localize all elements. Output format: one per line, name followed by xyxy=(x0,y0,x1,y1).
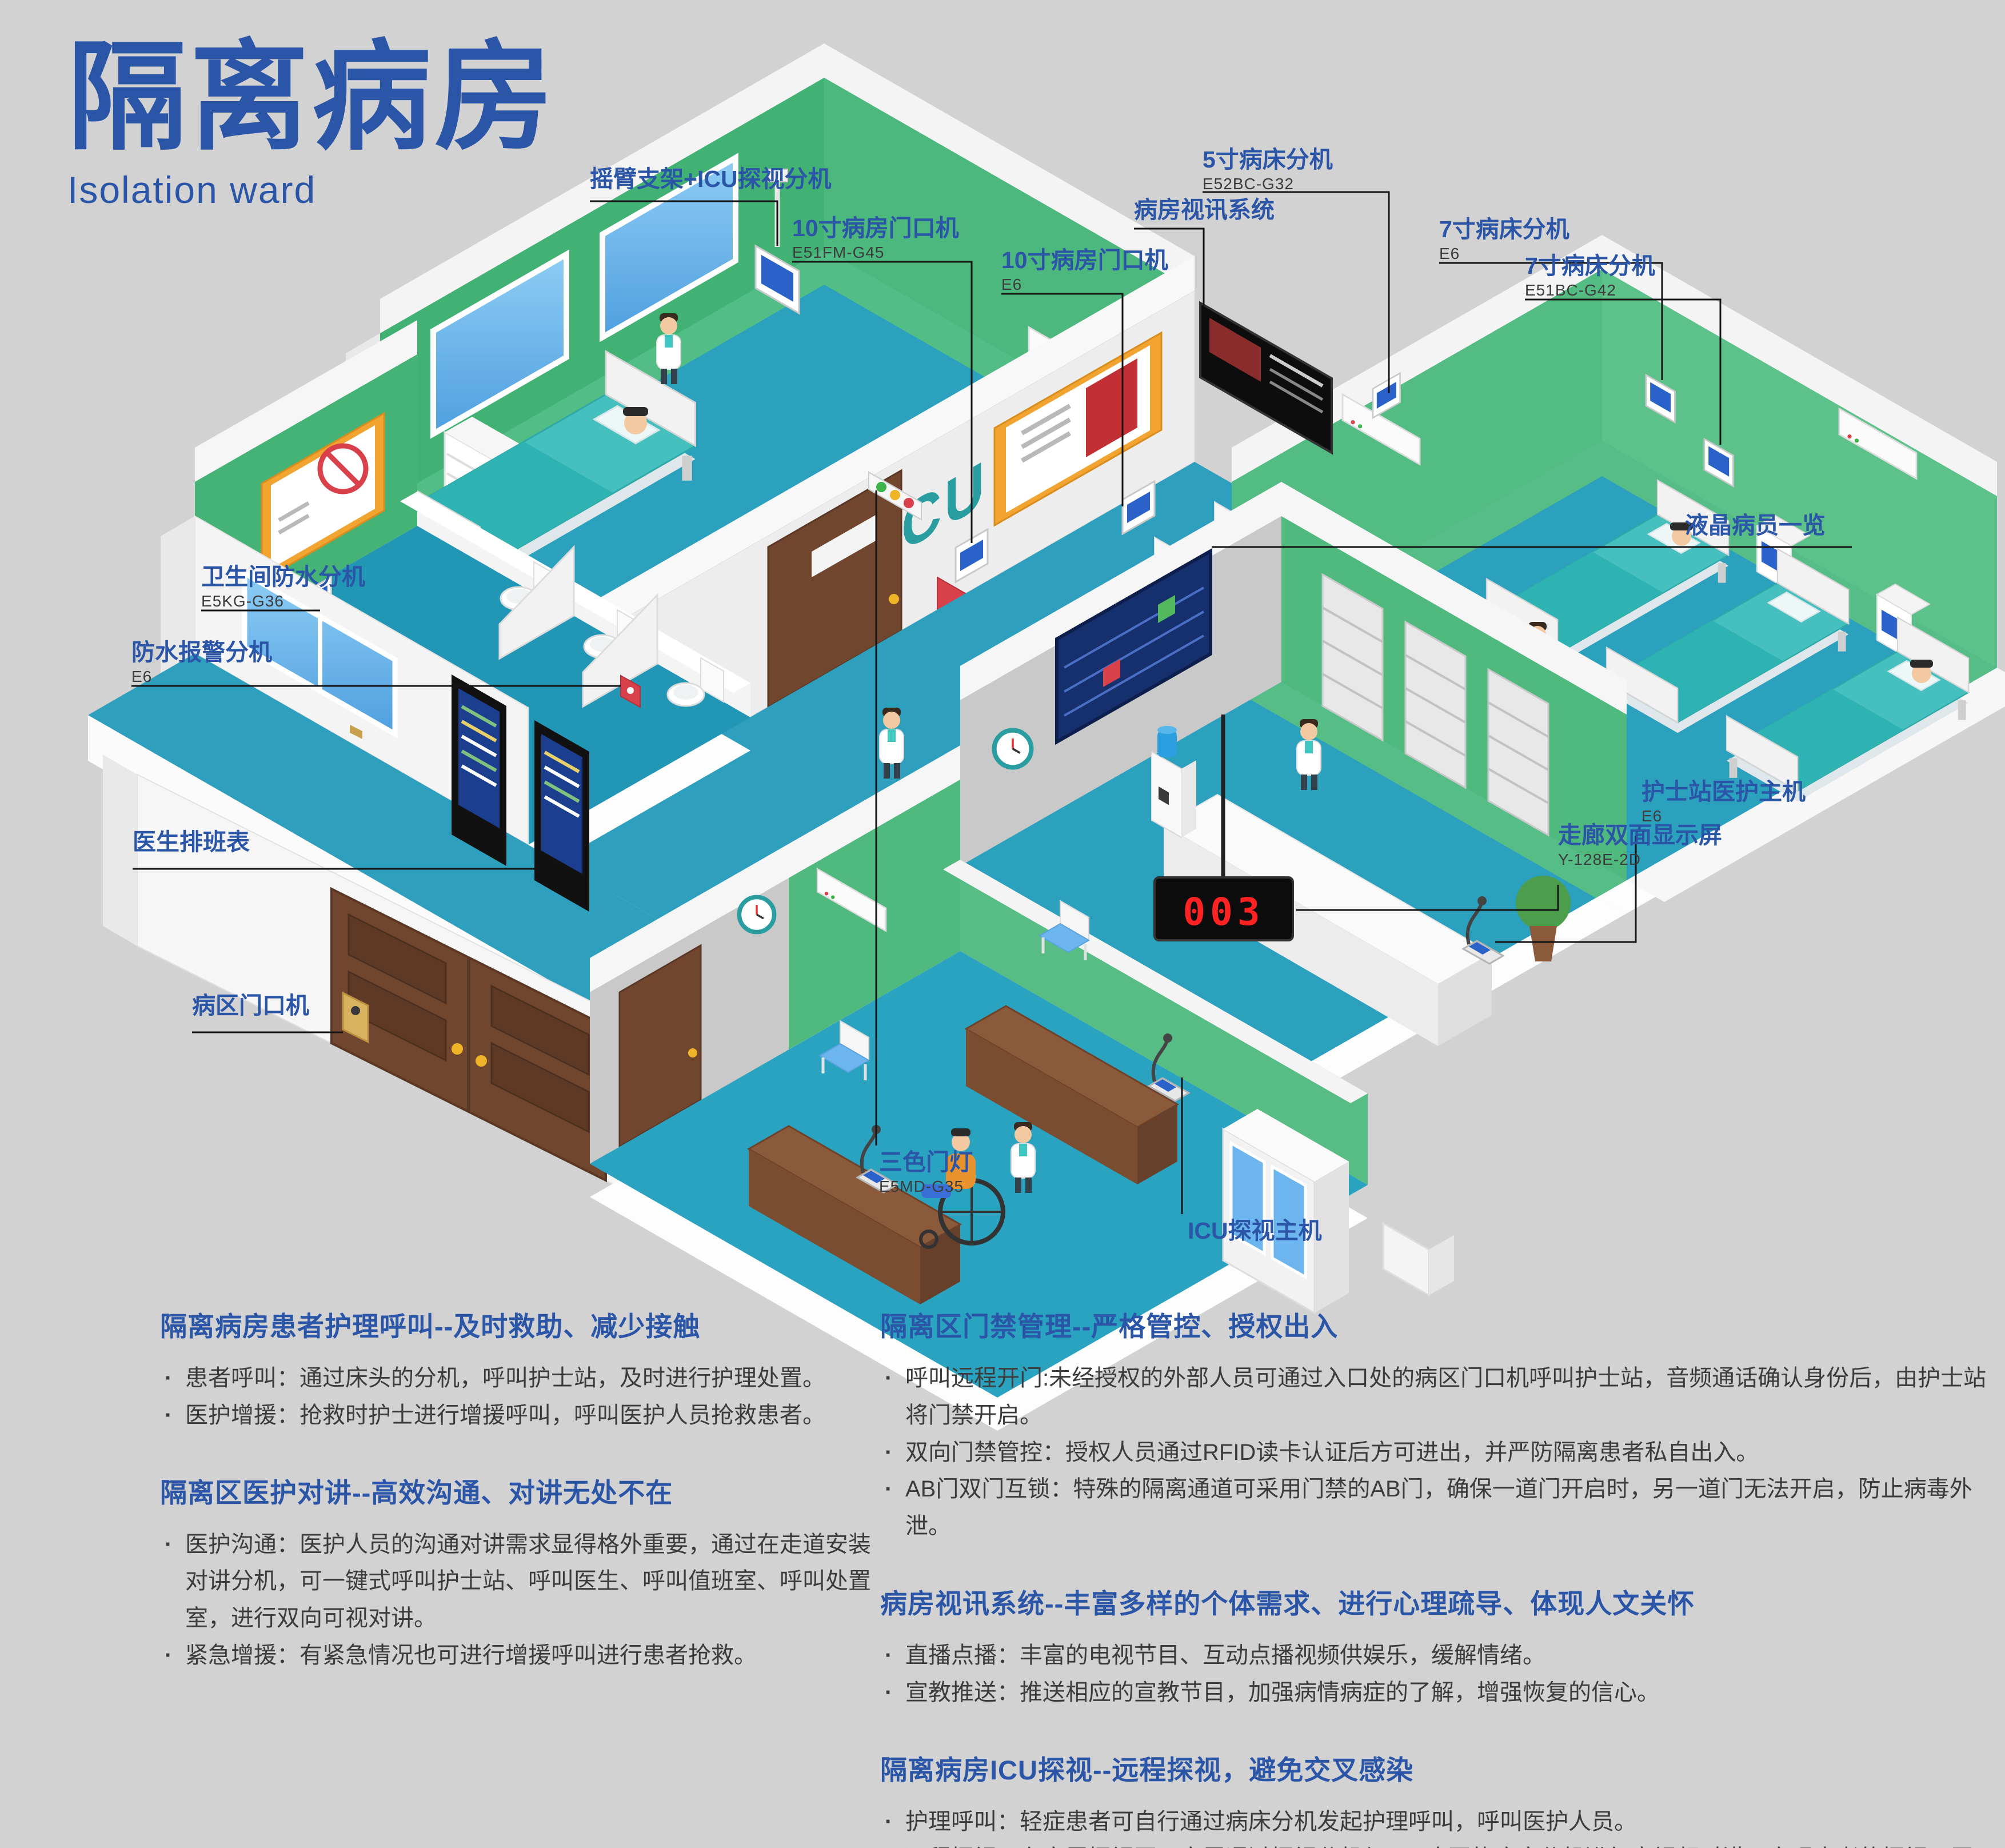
callout-ward-video-system: 病房视讯系统 xyxy=(1134,197,1275,223)
hospital-bed xyxy=(1485,480,1730,665)
section-bullet: 医护增援：抢救时护士进行增援呼叫，呼叫医护人员抢救患者。 xyxy=(160,1397,892,1434)
file-cabinets xyxy=(1321,573,1549,837)
wall-clock-icon xyxy=(994,731,1032,768)
section-bullet: 医护沟通：医护人员的沟通对讲需求显得格外重要，通过在走道安装对讲分机，可一键式呼… xyxy=(160,1526,892,1637)
waterproof-alarm-icon xyxy=(620,674,641,708)
plant xyxy=(1516,876,1571,961)
room-door xyxy=(618,944,702,1148)
page-title: 隔离病房 Isolation ward xyxy=(67,35,557,211)
callout-icu-visitation-host: ICU探视主机 xyxy=(1188,1218,1322,1244)
ward-door xyxy=(767,469,902,709)
partition xyxy=(582,593,658,708)
section-bullet: 直播点播：丰富的电视节目、互动点播视频供娱乐，缓解情绪。 xyxy=(880,1637,1995,1674)
title-chinese: 隔离病房 xyxy=(67,31,557,164)
svg-text:003: 003 xyxy=(1183,890,1264,934)
notice-board xyxy=(993,331,1163,527)
section-bullet: 患者呼叫：通过床头的分机，呼叫护士站，及时进行护理处置。 xyxy=(160,1360,892,1397)
section-title: 病房视讯系统--丰富多样的个体需求、进行心理疏导、体现人文关怀 xyxy=(880,1588,1695,1619)
wheelchair-patient xyxy=(919,1128,1005,1249)
section-icu-visitation: 隔离病房ICU探视--远程探视，避免交叉感染 护理呼叫：轻症患者可自行通过病床分… xyxy=(880,1748,1995,1848)
wall-clock-icon xyxy=(739,897,774,932)
feature-sections-right: 隔离区门禁管理--严格管控、授权出入 呼叫远程开门:未经授权的外部人员可通过入口… xyxy=(880,1304,1995,1848)
visitation-desk xyxy=(746,1125,962,1304)
section-title: 隔离区门禁管理--严格管控、授权出入 xyxy=(880,1311,1339,1342)
section-bullet: AB门双门互锁：特殊的隔离通道可采用门禁的AB门，确保一道门开启时，另一道门无法… xyxy=(880,1471,1995,1545)
callout-ward-entrance-intercom: 病区门口机 xyxy=(192,992,309,1019)
entrance-corridor xyxy=(88,653,713,1207)
ward-tv-screen xyxy=(1199,301,1333,455)
section-title: 隔离病房患者护理呼叫--及时救助、减少接触 xyxy=(160,1311,701,1342)
hospital-bed xyxy=(389,350,697,585)
hospital-bed xyxy=(1726,617,1970,803)
corridor-led-display: 003 xyxy=(1153,715,1294,941)
window xyxy=(430,153,738,439)
nightstand xyxy=(1382,1222,1454,1297)
nurse-station: 003 xyxy=(960,482,1627,1097)
section-bullet: 紧急增援：有紧急情况也可进行增援呼叫进行患者抢救。 xyxy=(160,1637,892,1674)
ward-entrance-intercom xyxy=(342,724,369,1044)
icu-visitation-room xyxy=(590,745,1454,1431)
section-access-control: 隔离区门禁管理--严格管控、授权出入 呼叫远程开门:未经授权的外部人员可通过入口… xyxy=(880,1304,1995,1545)
feature-sections-left: 隔离病房患者护理呼叫--及时救助、减少接触 患者呼叫：通过床头的分机，呼叫护士站… xyxy=(160,1304,892,1711)
callout-leader-lines xyxy=(131,191,1852,1214)
tri-color-door-light-icon xyxy=(868,471,922,521)
section-video-system: 病房视讯系统--丰富多样的个体需求、进行心理疏导、体现人文关怀 直播点播：丰富的… xyxy=(880,1582,1995,1711)
entrance-double-door xyxy=(330,887,607,1183)
callout-swing-arm-icu-terminal: 摇臂支架+ICU探视分机 xyxy=(590,166,832,192)
section-patient-care-call: 隔离病房患者护理呼叫--及时救助、减少接触 患者呼叫：通过床头的分机，呼叫护士站… xyxy=(160,1304,892,1434)
wardrobe xyxy=(1222,1109,1349,1315)
callout-doctor-schedule: 医生排班表 xyxy=(133,829,250,855)
visitation-desk xyxy=(964,1005,1180,1184)
section-bullet: 呼叫远程开门:未经授权的外部人员可通过入口处的病区门口机呼叫护士站，音频通话确认… xyxy=(880,1360,1995,1434)
section-bullet: 双向门禁管控：授权人员通过RFID读卡认证后方可进出，并严防隔离患者私自出入。 xyxy=(880,1434,1995,1471)
patient-overview-screen xyxy=(1055,548,1212,745)
title-english: Isolation ward xyxy=(67,169,317,211)
section-bullet: 宣教推送：推送相应的宣教节目，加强病情病症的了解，增强恢复的信心。 xyxy=(880,1674,1995,1711)
section-title: 隔离区医护对讲--高效沟通、对讲无处不在 xyxy=(160,1477,673,1508)
section-medical-intercom: 隔离区医护对讲--高效沟通、对讲无处不在 医护沟通：医护人员的沟通对讲需求显得格… xyxy=(160,1471,892,1674)
partition xyxy=(498,545,575,660)
section-bullet: 护理呼叫：轻症患者可自行通过病床分机发起护理呼叫，呼叫医护人员。 xyxy=(880,1803,1995,1841)
section-bullet: 远程探视：在家属探视区，家属通过探视分机与ICU病区的病床分机进行音视频对讲，实… xyxy=(880,1840,1995,1848)
no-smoking-poster xyxy=(261,412,385,582)
callout-patient-overview: 液晶病员一览 xyxy=(1685,512,1826,538)
doctor-schedule-signage xyxy=(452,674,589,912)
section-title: 隔离病房ICU探视--远程探视，避免交叉感染 xyxy=(880,1754,1414,1785)
